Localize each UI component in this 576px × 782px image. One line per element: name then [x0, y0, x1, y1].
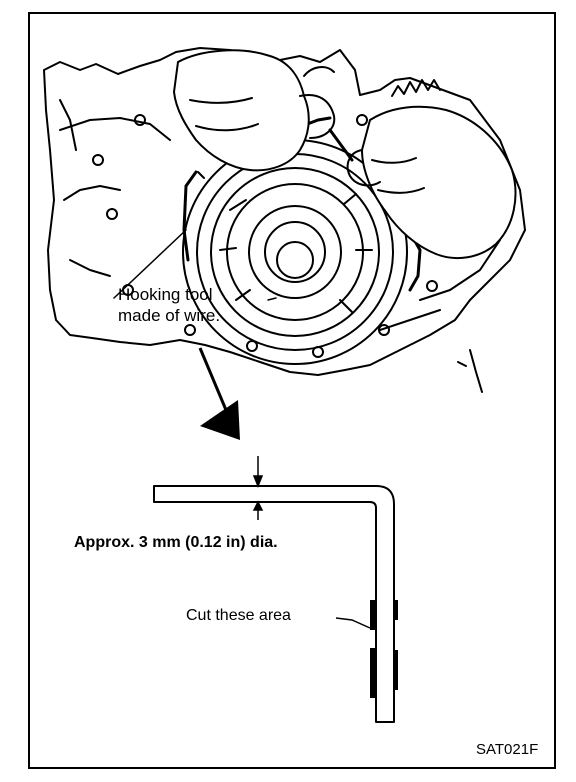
case-rib [379, 309, 441, 331]
cut-area-1 [370, 600, 376, 630]
cut-area-4 [394, 650, 398, 690]
cut-area-label: Cut these area [186, 607, 291, 624]
cut-area-3 [394, 600, 398, 620]
right-hand [361, 105, 517, 260]
hooking-tool-label-line1: Hooking tool [118, 285, 213, 304]
left-hand [173, 49, 310, 172]
cut-area-leader [335, 617, 371, 629]
case-rib [419, 239, 501, 301]
case-rib [59, 117, 171, 141]
hooking-tool-leader [113, 229, 187, 299]
hook-wire-left [182, 170, 198, 262]
case-outline [43, 47, 526, 376]
case-rib [63, 185, 121, 201]
case-rib [69, 259, 111, 277]
cut-area-2 [370, 648, 376, 698]
figure-code: SAT021F [476, 741, 539, 758]
wire-detail [153, 485, 398, 723]
pump-hub [264, 221, 326, 283]
dimension-marks [250, 456, 266, 520]
gear-teeth [391, 79, 441, 97]
hooking-tool-label-line2: made of wire. [118, 306, 221, 325]
wire-diameter-label: Approx. 3 mm (0.12 in) dia. [74, 534, 278, 551]
detail-arrow [198, 347, 240, 440]
